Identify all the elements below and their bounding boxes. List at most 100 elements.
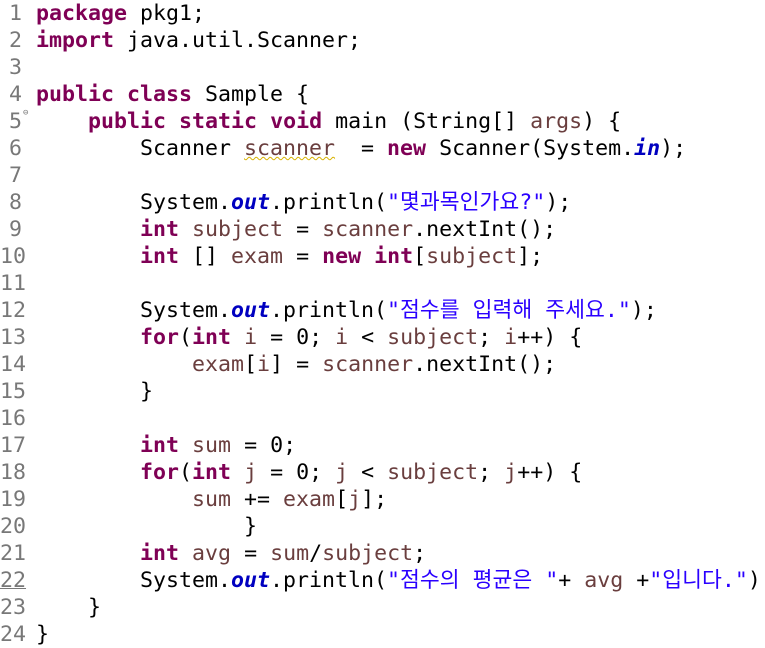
code-token: out — [231, 190, 271, 215]
code-token: scanner — [322, 352, 414, 377]
code-text: } — [36, 594, 101, 621]
code-token — [179, 541, 192, 566]
code-token: j — [348, 487, 362, 512]
line-number: 22 — [0, 568, 27, 593]
code-token — [179, 217, 192, 242]
code-line[interactable]: 17 int sum = 0; — [0, 432, 765, 459]
line-number: 12 — [0, 298, 27, 323]
line-number: 3 — [8, 55, 22, 80]
code-text: public static void main (String[] args) … — [36, 108, 621, 135]
code-token: subject — [387, 325, 479, 350]
code-token — [361, 244, 374, 269]
code-token — [36, 433, 140, 458]
code-line[interactable]: 13 for(int i = 0; i < subject; i++) { — [0, 324, 765, 351]
code-token: ) { — [582, 109, 622, 134]
code-line[interactable]: 12 System.out.println("점수를 입력해 주세요."); — [0, 297, 765, 324]
code-token: < — [348, 325, 388, 350]
code-token — [36, 460, 140, 485]
code-token: System. — [36, 190, 232, 215]
code-token: i — [335, 325, 349, 350]
code-token: avg — [192, 541, 232, 566]
code-token — [36, 541, 140, 566]
code-token: avg — [584, 568, 624, 593]
code-line[interactable]: 15 } — [0, 378, 765, 405]
code-text: } — [36, 378, 153, 405]
code-line[interactable]: 22 System.out.println("점수의 평균은 "+ avg +"… — [0, 567, 765, 594]
code-line[interactable]: 5⊖ public static void main (String[] arg… — [0, 108, 765, 135]
code-line[interactable]: 4 public class Sample { — [0, 81, 765, 108]
code-token: int — [140, 217, 180, 242]
code-line[interactable]: 16 — [0, 405, 765, 432]
code-token: ; — [478, 325, 505, 350]
code-token: i — [244, 325, 258, 350]
code-line[interactable]: 14 exam[i] = scanner.nextInt(); — [0, 351, 765, 378]
code-token: public — [88, 109, 167, 134]
code-line[interactable]: 6 Scanner scanner = new Scanner(System.i… — [0, 135, 765, 162]
code-token: < — [348, 460, 388, 485]
code-token: = 0; — [231, 433, 297, 458]
code-line[interactable]: 21 int avg = sum/subject; — [0, 540, 765, 567]
code-text: package pkg1; — [36, 0, 205, 27]
code-token: out — [231, 568, 271, 593]
code-token — [257, 109, 270, 134]
line-number: 11 — [0, 271, 27, 296]
code-line[interactable]: 23 } — [0, 594, 765, 621]
code-token: [ — [244, 352, 258, 377]
code-token — [36, 352, 192, 377]
code-token: new — [387, 136, 427, 161]
line-number: 21 — [0, 541, 27, 566]
code-text: int sum = 0; — [36, 432, 296, 459]
code-line[interactable]: 20 } — [0, 513, 765, 540]
code-token: j — [504, 460, 518, 485]
line-number: 7 — [8, 163, 22, 188]
code-text: int [] exam = new int[subject]; — [36, 243, 543, 270]
fold-collapse-icon[interactable]: ⊖ — [23, 108, 29, 118]
code-text: public class Sample { — [36, 81, 309, 108]
code-token: "점수의 평균은 " — [387, 568, 559, 593]
code-token: in — [634, 136, 661, 161]
code-token: i — [257, 352, 271, 377]
code-token: sum — [270, 541, 310, 566]
line-number: 4 — [8, 82, 22, 107]
code-token: = 0; — [257, 460, 336, 485]
code-token: exam — [231, 244, 284, 269]
code-token: new — [322, 244, 362, 269]
code-line[interactable]: 8 System.out.println("몇과목인가요?"); — [0, 189, 765, 216]
code-line[interactable]: 9 int subject = scanner.nextInt(); — [0, 216, 765, 243]
code-token: ++) { — [517, 325, 583, 350]
code-line[interactable]: 7 — [0, 162, 765, 189]
code-line[interactable]: 11 — [0, 270, 765, 297]
code-token: .println( — [270, 190, 388, 215]
code-line[interactable]: 24} — [0, 621, 765, 648]
code-text: Scanner scanner = new Scanner(System.in)… — [36, 135, 686, 162]
code-token — [231, 325, 244, 350]
code-token: ]; — [361, 487, 388, 512]
code-text: int subject = scanner.nextInt(); — [36, 216, 556, 243]
code-token: + — [623, 568, 650, 593]
line-number: 10 — [0, 244, 27, 269]
code-token: ); — [747, 568, 765, 593]
code-text: } — [36, 621, 49, 648]
line-number: 18 — [0, 460, 27, 485]
code-token — [36, 217, 140, 242]
code-token: exam — [192, 352, 245, 377]
code-token: sum — [192, 487, 232, 512]
code-token: subject — [322, 541, 414, 566]
code-line[interactable]: 3 — [0, 54, 765, 81]
code-line[interactable]: 1 package pkg1; — [0, 0, 765, 27]
line-number: 8 — [8, 190, 22, 215]
code-token — [36, 325, 140, 350]
line-number: 1 — [8, 1, 22, 26]
line-number: 19 — [0, 487, 27, 512]
code-token: j — [244, 460, 258, 485]
line-number: 17 — [0, 433, 27, 458]
code-line[interactable]: 10 int [] exam = new int[subject]; — [0, 243, 765, 270]
line-number: 20 — [0, 514, 27, 539]
code-line[interactable]: 19 sum += exam[j]; — [0, 486, 765, 513]
code-text: System.out.println("점수의 평균은 "+ avg +"입니다… — [36, 567, 765, 594]
code-token: pkg1; — [127, 1, 206, 26]
code-token — [166, 109, 179, 134]
code-line[interactable]: 18 for(int j = 0; j < subject; j++) { — [0, 459, 765, 486]
